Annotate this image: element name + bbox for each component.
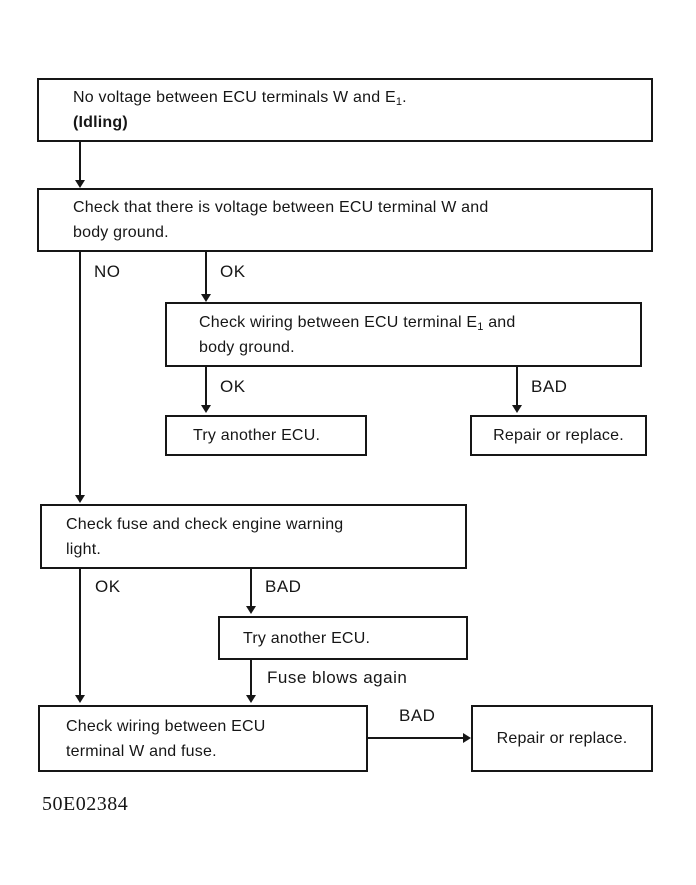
node-check-fuse-warning-light: Check fuse and check engine warning ligh… bbox=[40, 504, 467, 569]
edge-label-ok-1: OK bbox=[218, 262, 248, 282]
node-text-line: Try another ECU. bbox=[243, 629, 371, 647]
node-text-line: Try another ECU. bbox=[193, 427, 321, 444]
connector-ok-to-try-ecu-1 bbox=[201, 367, 211, 413]
node-text-line: Check wiring between ECU bbox=[66, 717, 266, 735]
node-text-line: Check that there is voltage between ECU … bbox=[73, 199, 489, 216]
node-text-line: body ground. bbox=[199, 338, 295, 356]
node-check-wiring-w-fuse: Check wiring between ECU terminal W and … bbox=[38, 705, 368, 772]
connector-bad-to-try-ecu-2 bbox=[246, 569, 256, 614]
node-text-line: No voltage between ECU terminals W and E… bbox=[73, 89, 407, 108]
connector-ok-to-check-wiring-w bbox=[75, 569, 85, 703]
edge-label-ok-2: OK bbox=[218, 377, 248, 397]
node-text-line: body ground. bbox=[73, 224, 169, 241]
node-text-line: light. bbox=[66, 540, 101, 558]
edge-label-bad-2: BAD bbox=[263, 577, 304, 597]
figure-code: 50E02384 bbox=[42, 793, 129, 815]
connector-bad-to-repair-1 bbox=[512, 367, 522, 413]
connector-no-to-check-fuse bbox=[75, 252, 85, 503]
connector-fuse-blows-to-check-wiring-w bbox=[246, 660, 256, 703]
node-try-another-ecu-2: Try another ECU. bbox=[218, 616, 468, 660]
edge-label-bad-1: BAD bbox=[529, 377, 570, 397]
connector-ok-to-check-wiring-e1 bbox=[201, 252, 211, 302]
node-text-line: Repair or replace. bbox=[493, 427, 624, 444]
edge-label-bad-3: BAD bbox=[397, 706, 438, 726]
edge-label-fuse-blows-again: Fuse blows again bbox=[265, 668, 410, 688]
node-check-wiring-e1-ground: Check wiring between ECU terminal E1 and… bbox=[165, 302, 642, 367]
edge-label-ok-3: OK bbox=[93, 577, 123, 597]
connector-bad-to-repair-2 bbox=[368, 733, 471, 743]
node-text-line: Repair or replace. bbox=[496, 730, 628, 747]
node-try-another-ecu-1: Try another ECU. bbox=[165, 415, 367, 456]
node-text-line: Check fuse and check engine warning bbox=[66, 515, 344, 533]
connector-start-to-check-voltage bbox=[75, 142, 85, 188]
node-repair-or-replace-1: Repair or replace. bbox=[470, 415, 647, 456]
subscript-1: 1 bbox=[477, 320, 484, 333]
edge-label-no: NO bbox=[92, 262, 123, 282]
node-text-line: terminal W and fuse. bbox=[66, 742, 217, 760]
node-check-voltage-w-ground: Check that there is voltage between ECU … bbox=[37, 188, 653, 252]
node-repair-or-replace-2: Repair or replace. bbox=[471, 705, 653, 772]
node-text-line: Check wiring between ECU terminal E1 and bbox=[199, 313, 516, 333]
subscript-1: 1 bbox=[395, 96, 403, 108]
node-text-line: (Idling) bbox=[73, 114, 128, 131]
node-no-voltage: No voltage between ECU terminals W and E… bbox=[37, 78, 653, 142]
